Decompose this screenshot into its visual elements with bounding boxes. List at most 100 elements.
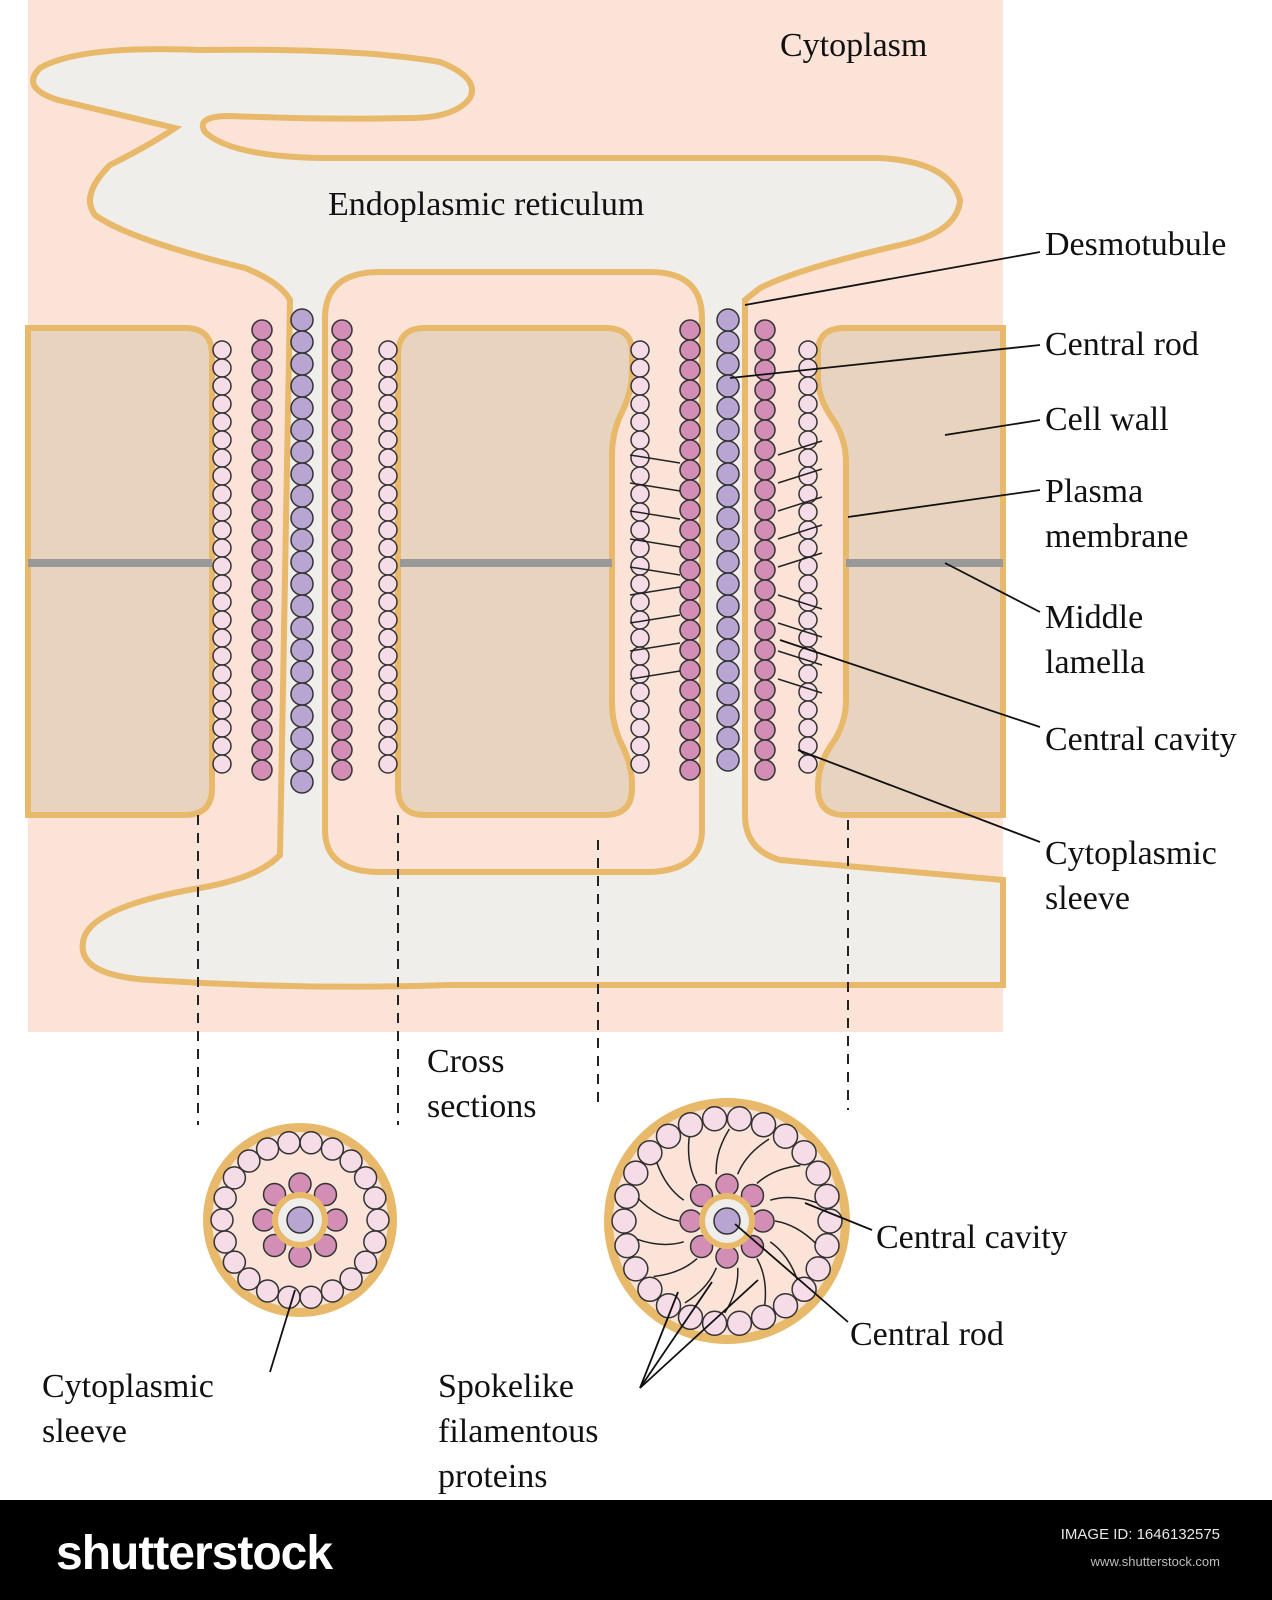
ring-particle (814, 1183, 840, 1210)
particle-columns (212, 308, 818, 794)
footer-image-id: IMAGE ID: 1646132575 (1060, 1526, 1220, 1543)
spokelike-filaments (629, 440, 823, 694)
particle (798, 574, 818, 594)
particle (630, 592, 650, 612)
particle (212, 664, 232, 684)
particle (251, 359, 273, 381)
particle (716, 682, 740, 706)
cs-spoke (684, 1267, 718, 1304)
label-middle-line2: lamella (1045, 644, 1145, 681)
spoke (629, 642, 681, 652)
spoke (629, 538, 681, 548)
particle (716, 374, 740, 398)
particle (798, 484, 818, 504)
ring-particle (210, 1208, 234, 1232)
particle (798, 358, 818, 378)
ring-particle (299, 1131, 323, 1155)
particle (378, 466, 398, 486)
ring-particle (288, 1244, 312, 1268)
particle (378, 754, 398, 774)
particle (716, 418, 740, 442)
ring-particle (637, 1276, 663, 1303)
particle (251, 559, 273, 581)
particle (212, 520, 232, 540)
particle (378, 502, 398, 522)
particle (798, 340, 818, 360)
particle (754, 399, 776, 421)
particle (679, 579, 701, 601)
cs-spoke (715, 1128, 730, 1175)
ring-particle (353, 1166, 378, 1190)
ring-particle (701, 1106, 728, 1132)
particle (630, 736, 650, 756)
particle (630, 718, 650, 738)
particle (630, 700, 650, 720)
ring-particle (614, 1183, 640, 1210)
particle (212, 754, 232, 774)
particle (378, 340, 398, 360)
particle (290, 330, 314, 354)
label-cs-spoke-line3: proteins (438, 1458, 548, 1495)
particle (331, 639, 353, 661)
particle (331, 339, 353, 361)
particle (798, 394, 818, 414)
particle (212, 340, 232, 360)
particle (331, 719, 353, 741)
particle (679, 759, 701, 781)
particle (798, 376, 818, 396)
ring-particle (320, 1137, 345, 1161)
particle (630, 430, 650, 450)
spoke (629, 586, 681, 596)
particle (378, 556, 398, 576)
particle (754, 539, 776, 561)
ring-particle (363, 1230, 387, 1254)
ring-particle (726, 1106, 753, 1132)
ring-particle (750, 1111, 777, 1138)
particle (290, 682, 314, 706)
particle (251, 379, 273, 401)
ring-particle (255, 1137, 280, 1161)
particle (290, 638, 314, 662)
particle (378, 538, 398, 558)
particle (331, 579, 353, 601)
particle (331, 699, 353, 721)
particle (679, 339, 701, 361)
particle (290, 374, 314, 398)
particle (630, 628, 650, 648)
label-cs-spoke-line1: Spokelike (438, 1368, 574, 1405)
ring-particle (772, 1293, 799, 1319)
particle (754, 479, 776, 501)
particle (378, 412, 398, 432)
ring-particle (740, 1234, 765, 1259)
ring-particle (715, 1245, 739, 1269)
particle (331, 319, 353, 341)
particle (754, 519, 776, 541)
particle (754, 459, 776, 481)
particle (251, 339, 273, 361)
ring-particle (623, 1160, 649, 1186)
particle (212, 556, 232, 576)
particle (754, 379, 776, 401)
particle (331, 439, 353, 461)
label-sleeve-line1: Cytoplasmic (1045, 835, 1217, 872)
particle (251, 539, 273, 561)
spoke (777, 650, 823, 666)
ring-particle (677, 1111, 704, 1138)
particle (331, 759, 353, 781)
ring-particle (339, 1267, 363, 1291)
particle (754, 559, 776, 581)
particle (212, 646, 232, 666)
particle (251, 439, 273, 461)
particle (754, 699, 776, 721)
ring-particle (363, 1186, 387, 1210)
footer-brand: shutterstock (56, 1527, 333, 1580)
cs-spoke (770, 1196, 818, 1204)
particle (378, 736, 398, 756)
particle (754, 739, 776, 761)
particle (212, 394, 232, 414)
ring-particle (655, 1123, 682, 1149)
particle (716, 594, 740, 618)
label-cs-sleeve-line2: sleeve (42, 1413, 127, 1450)
ring-particle (339, 1149, 363, 1173)
spoke (777, 496, 823, 512)
